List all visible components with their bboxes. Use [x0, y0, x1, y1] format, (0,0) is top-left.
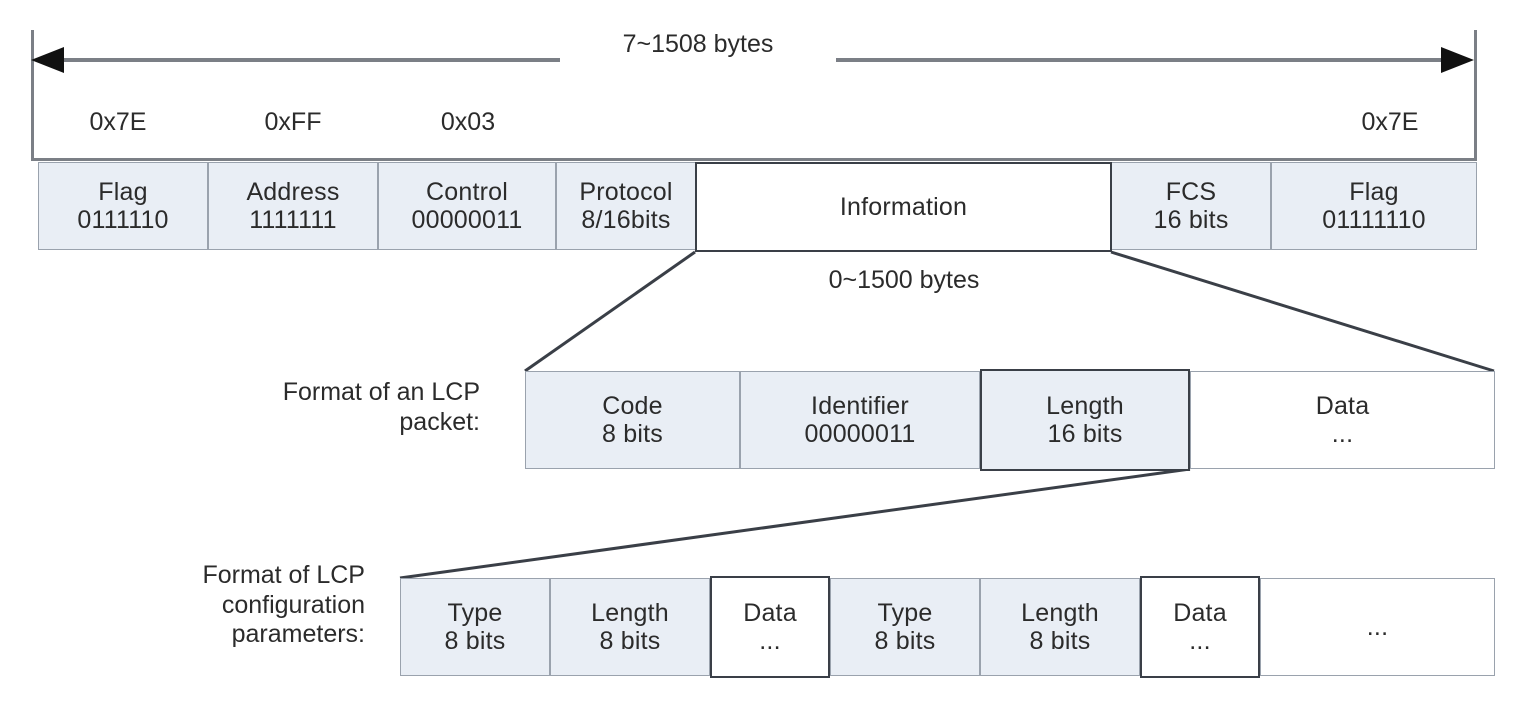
config-cell-detail: 8 bits — [599, 627, 661, 655]
config-cell-type-1: Type 8 bits — [400, 578, 550, 676]
config-cell-ellipsis: ... — [1260, 578, 1495, 676]
lcp-packet-caption: Format of an LCP packet: — [150, 378, 480, 437]
frame-cell-name: FCS — [1165, 178, 1217, 206]
lcp-config-caption-line-2: configuration — [221, 590, 365, 619]
frame-cell-detail: 1111111 — [249, 206, 337, 234]
frame-cell-detail: 00000011 — [411, 206, 523, 234]
hex-marker-flag-start: 0x7E — [89, 108, 147, 136]
frame-cell-name: Flag — [1349, 178, 1399, 206]
span-label-information: 0~1500 bytes — [828, 266, 980, 294]
config-cell-length-2: Length 8 bits — [980, 578, 1140, 676]
frame-cell-address: Address 1111111 — [208, 162, 378, 250]
frame-cell-information: Information — [695, 162, 1112, 252]
lcp-config-caption-line-3: parameters: — [231, 620, 365, 648]
lcp-cell-detail: 8 bits — [602, 420, 663, 448]
hex-marker-address: 0xFF — [264, 108, 322, 136]
frame-cell-name: Protocol — [579, 178, 673, 206]
frame-cell-name: Control — [426, 178, 508, 206]
frame-cell-protocol: Protocol 8/16bits — [556, 162, 696, 250]
config-cell-detail: 8 bits — [444, 627, 506, 655]
lcp-cell-name: Data — [1315, 392, 1370, 420]
frame-cell-detail: 0111110 — [77, 206, 169, 234]
hex-marker-control: 0x03 — [440, 108, 496, 136]
lcp-cell-name: Identifier — [811, 392, 909, 420]
span-right-tick — [1474, 30, 1477, 160]
lcp-config-caption: Format of LCP configuration parameters: — [20, 561, 365, 650]
lcp-cell-identifier: Identifier 00000011 — [740, 371, 980, 469]
lcp-cell-code: Code 8 bits — [525, 371, 740, 469]
frame-cell-control: Control 00000011 — [378, 162, 556, 250]
frame-cell-fcs: FCS 16 bits — [1111, 162, 1271, 250]
span-label-frame: 7~1508 bytes — [622, 30, 774, 58]
lcp-cell-length: Length 16 bits — [980, 369, 1190, 471]
lcp-cell-data: Data ... — [1190, 371, 1495, 469]
config-cell-name: Length — [1021, 599, 1099, 627]
config-cell-detail: ... — [759, 627, 781, 655]
config-cell-name: Type — [877, 599, 933, 627]
lcp-config-caption-line-1: Format of LCP — [202, 561, 365, 589]
config-cell-length-1: Length 8 bits — [550, 578, 710, 676]
config-cell-type-2: Type 8 bits — [830, 578, 980, 676]
config-cell-name: Length — [591, 599, 669, 627]
config-cell-data-2: Data ... — [1140, 576, 1260, 678]
lcp-cell-name: Length — [1046, 392, 1124, 420]
config-cell-name: Type — [447, 599, 503, 627]
frame-cell-name: Information — [839, 193, 968, 221]
frame-top-divider — [31, 158, 1477, 161]
lcp-cell-name: Code — [602, 392, 663, 420]
frame-cell-flag-start: Flag 0111110 — [38, 162, 208, 250]
config-cell-detail: 8 bits — [1029, 627, 1091, 655]
frame-cell-detail: 8/16bits — [581, 206, 671, 234]
config-cell-detail: 8 bits — [874, 627, 936, 655]
config-cell-name: ... — [1366, 613, 1389, 641]
frame-cell-name: Flag — [98, 178, 148, 206]
lcp-cell-detail: ... — [1331, 420, 1354, 448]
frame-cell-detail: 16 bits — [1153, 206, 1229, 234]
config-cell-name: Data — [743, 599, 797, 627]
frame-cell-flag-end: Flag 01111110 — [1271, 162, 1477, 250]
lcp-cell-detail: 16 bits — [1047, 420, 1123, 448]
lcp-packet-caption-line-1: Format of an LCP — [282, 378, 480, 406]
frame-cell-detail: 01111110 — [1322, 206, 1426, 234]
hex-marker-flag-end: 0x7E — [1361, 108, 1419, 136]
config-cell-detail: ... — [1189, 627, 1211, 655]
config-cell-name: Data — [1173, 599, 1227, 627]
frame-cell-name: Address — [246, 178, 340, 206]
lcp-cell-detail: 00000011 — [804, 420, 916, 448]
span-left-tick — [31, 30, 34, 160]
config-cell-data-1: Data ... — [710, 576, 830, 678]
lcp-packet-caption-line-2: packet: — [399, 407, 480, 436]
